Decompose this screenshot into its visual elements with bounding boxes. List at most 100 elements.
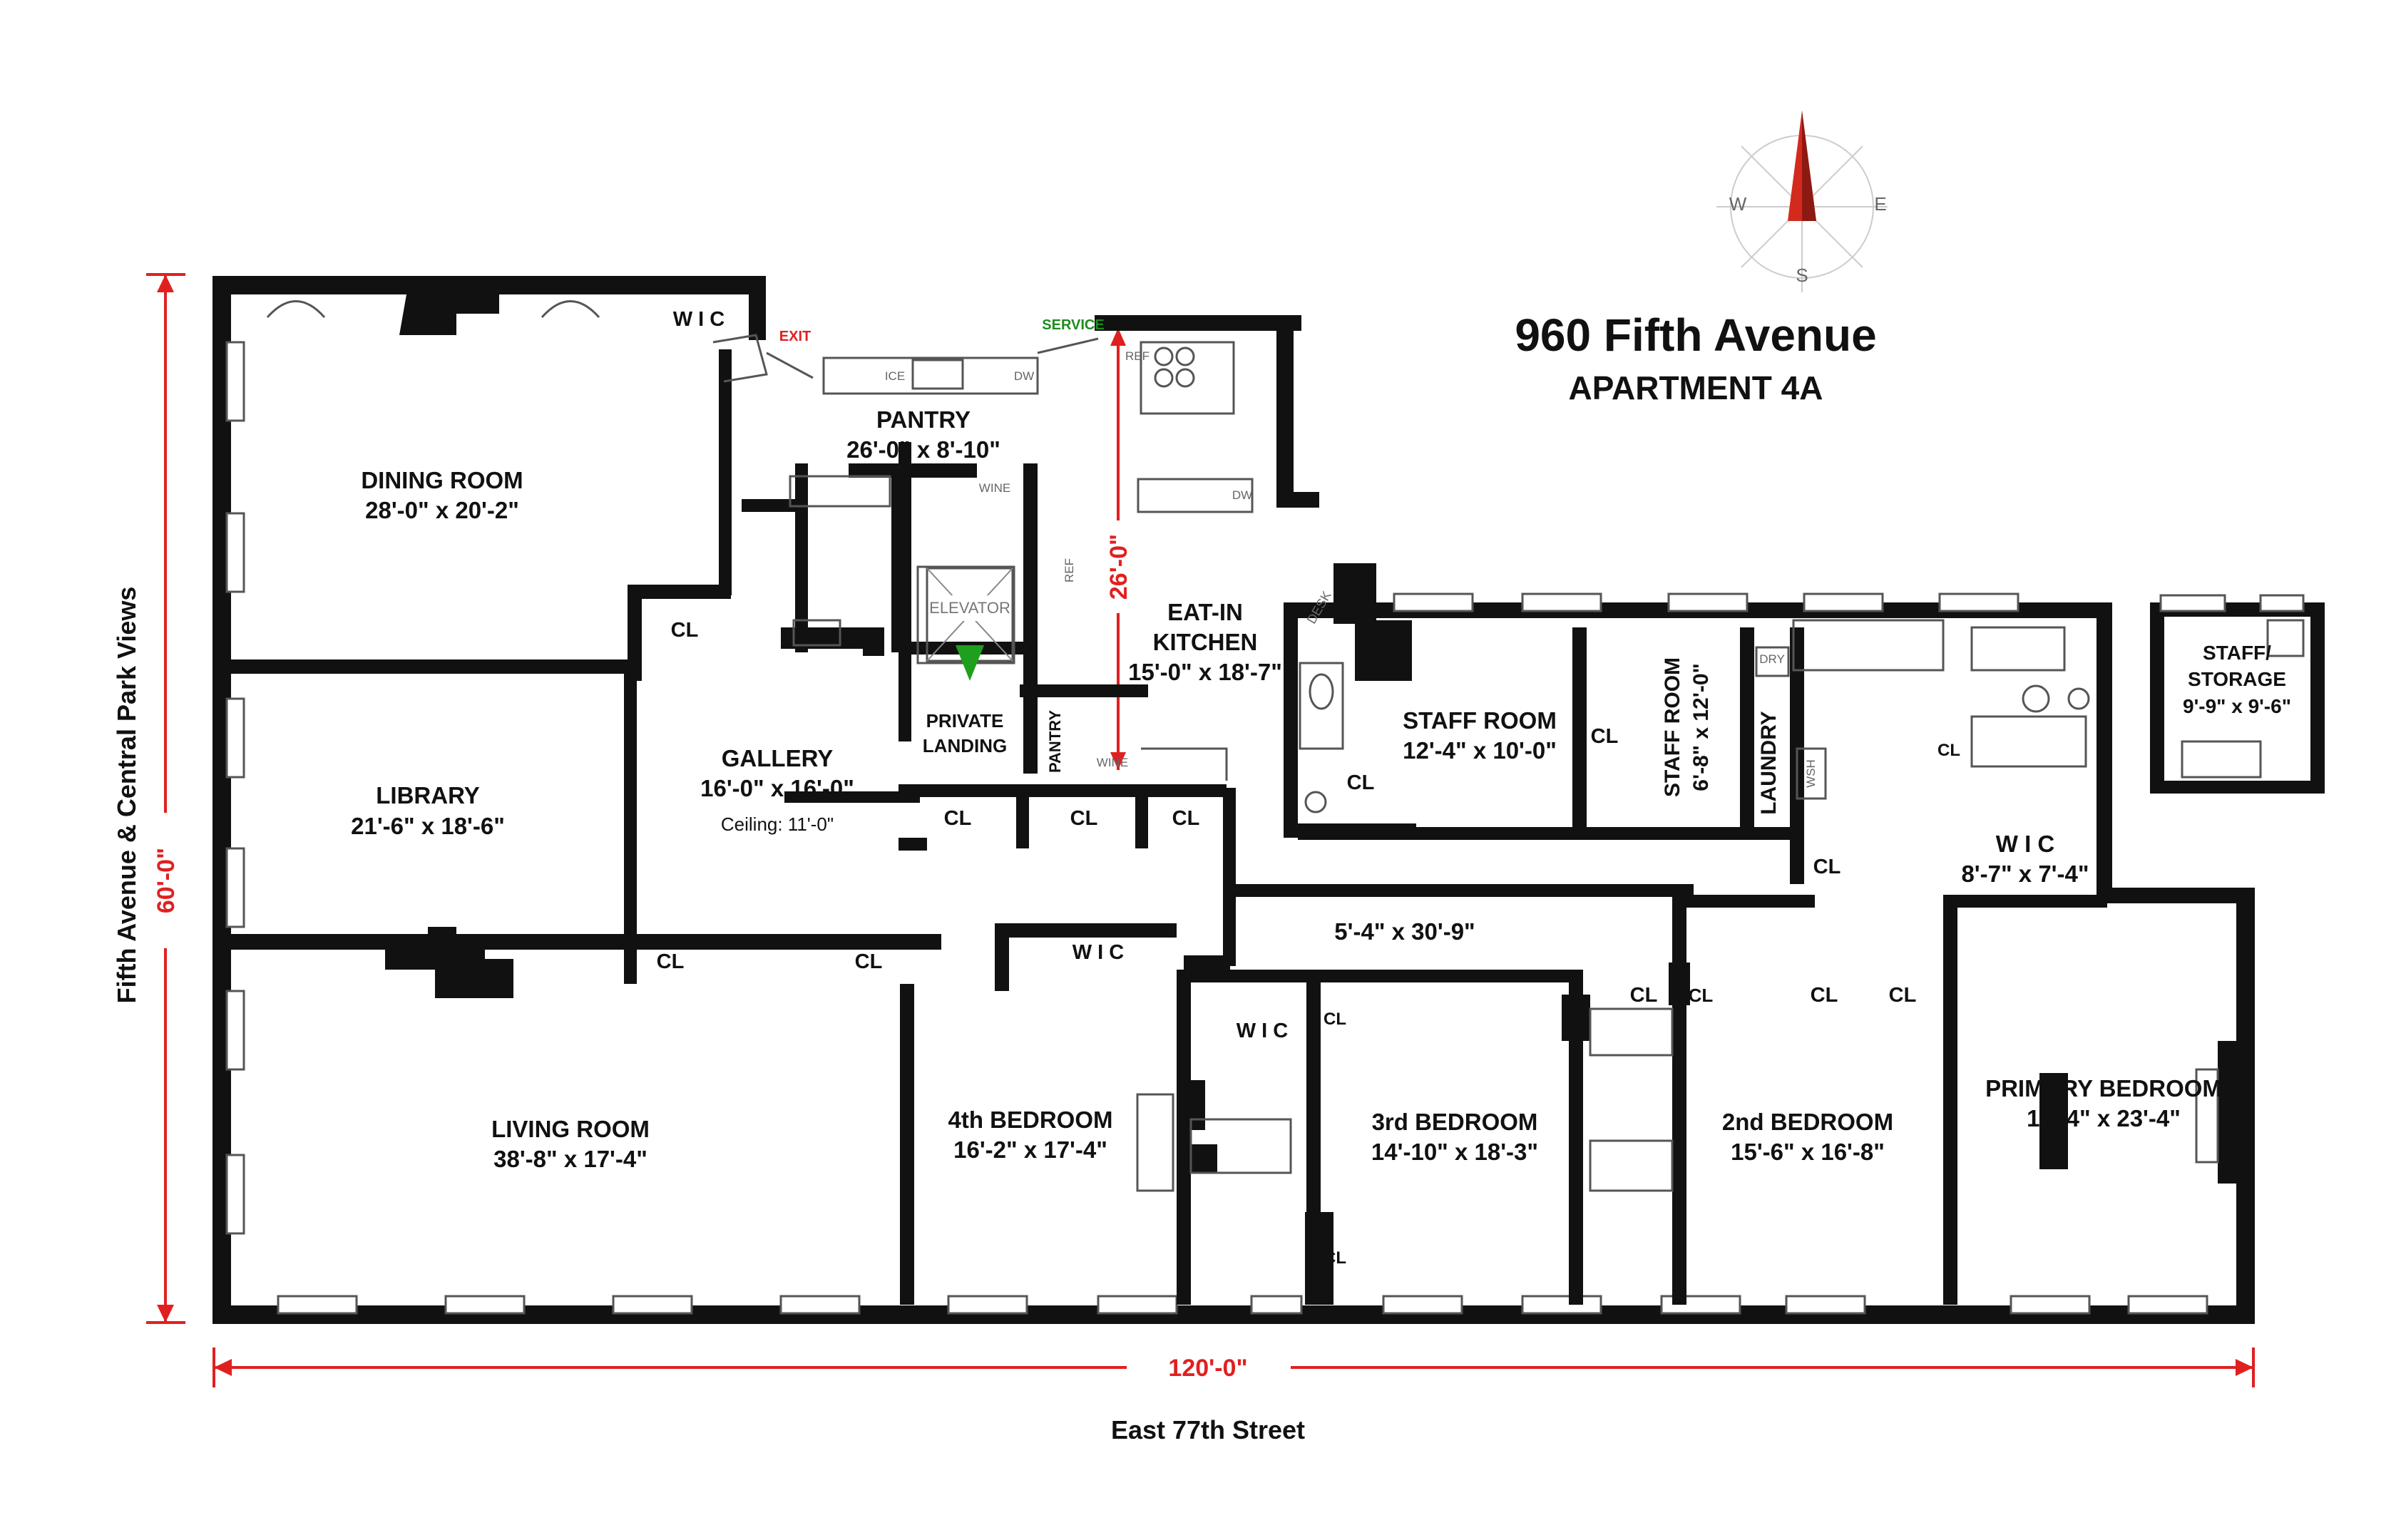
wic-label-hall: W I C [1072,941,1125,964]
room-primary-dims: 16'-4" x 23'-4" [2027,1105,2181,1131]
room-wic-primary-dims: 8'-7" x 7'-4" [1961,861,2089,887]
closet-label: CL [855,950,883,973]
room-living-dims: 38'-8" x 17'-4" [493,1146,647,1172]
room-staff-2-name: STAFF ROOM [1661,657,1684,797]
room-library-dims: 21'-6" x 18'-6" [351,813,505,839]
room-bed-3: 3rd BEDROOM 14'-10" x 18'-3" [1371,1109,1538,1165]
room-primary: PRIMARY BEDROOM 16'-4" x 23'-4" [1985,1075,2222,1131]
room-dining: DINING ROOM 28'-0" x 20'-2" [361,467,523,523]
room-bed-4-name: 4th BEDROOM [948,1107,1113,1133]
room-bed-2-name: 2nd BEDROOM [1722,1109,1893,1135]
closet-label: CL [1813,856,1841,878]
room-staff-1-name: STAFF ROOM [1403,707,1557,734]
room-gallery-dims: 16'-0" x 16'-0" [700,775,854,801]
room-pantry-small: PANTRY [1046,710,1064,773]
room-bed-2: 2nd BEDROOM 15'-6" x 16'-8" [1722,1109,1893,1165]
private-landing-name-2: LANDING [923,735,1007,756]
room-living-name: LIVING ROOM [491,1116,650,1142]
fixtures [712,334,2305,1192]
room-staff-1: STAFF ROOM 12'-4" x 10'-0" [1403,707,1557,764]
wic-label-bed3: W I C [1237,1020,1289,1042]
ref-label: REF [1125,349,1150,363]
dry-label: DRY [1759,652,1785,666]
staff-storage-dims: 9'-9" x 9'-6" [2183,695,2291,717]
room-wic-primary-name: W I C [1996,831,2054,857]
closet-label: CL [1070,807,1098,830]
staff-storage-name-1: STAFF/ [2203,642,2271,664]
room-kitchen-dims: 15'-0" x 18'-7" [1128,659,1282,685]
room-kitchen-name-2: KITCHEN [1153,629,1258,655]
room-staff-2: STAFF ROOM 6'-8" x 12'-0" [1661,657,1713,797]
dimension-depth: 60'-0" [146,273,185,1324]
dimension-kitchen: 26'-0" [1105,328,1132,770]
entry-arrow-icon [956,645,984,681]
room-bed-3-dims: 14'-10" x 18'-3" [1371,1139,1538,1165]
dimension-width: 120'-0" [213,1348,2255,1387]
kitchen-dimension-label: 26'-0" [1105,534,1132,600]
room-bed-3-name: 3rd BEDROOM [1372,1109,1538,1135]
closet-label: CL [1324,1010,1346,1029]
depth-dimension-label: 60'-0" [153,848,180,913]
wine-label: WINE [979,481,1010,495]
room-laundry: LAUNDRY [1757,711,1781,815]
closet-labels: CL CL CL CL CL CL CL CL CL CL CL CL CL C… [657,619,1960,1268]
private-landing-name-1: PRIVATE [926,710,1004,732]
closet-label: CL [1172,807,1200,830]
plan-title: 960 Fifth Avenue [1515,309,1876,361]
room-kitchen: EAT-IN KITCHEN 15'-0" x 18'-7" [1128,599,1282,685]
closet-label: CL [1689,985,1714,1006]
dw-label: DW [1014,369,1034,383]
plan-subtitle: APARTMENT 4A [1569,369,1823,406]
room-gallery-note: Ceiling: 11'-0" [721,813,834,835]
staff-storage-walls [2150,594,2325,794]
room-pantry-dims: 26'-0" x 8'-10" [846,436,1000,463]
elevator: ELEVATOR [926,567,1014,681]
room-pantry: PANTRY 26'-0" x 8'-10" [846,406,1000,463]
compass-east: E [1874,193,1886,215]
room-dining-dims: 28'-0" x 20'-2" [365,497,519,523]
room-living: LIVING ROOM 38'-8" x 17'-4" [491,1116,650,1172]
windows [225,341,2208,1315]
closet-label: CL [1811,984,1838,1007]
closet-label: CL [1937,741,1960,760]
street-label-left: Fifth Avenue & Central Park Views [112,587,141,1004]
compass-south: S [1796,265,1808,286]
elevator-label: ELEVATOR [929,599,1010,617]
wsh-label: WSH [1804,759,1818,788]
closet-label: CL [1347,771,1375,794]
ref-label: REF [1063,558,1076,582]
room-gallery-name: GALLERY [722,745,833,771]
room-gallery: GALLERY 16'-0" x 16'-0" Ceiling: 11'-0" [700,745,854,835]
service-marker: SERVICE [1042,317,1104,333]
room-staff-2-dims: 6'-8" x 12'-0" [1689,663,1713,791]
room-library-name: LIBRARY [376,782,479,808]
closet-label: CL [1591,725,1619,748]
room-pantry-name: PANTRY [876,406,971,433]
room-wic-primary: W I C 8'-7" x 7'-4" [1961,831,2089,887]
compass-west: W [1729,193,1747,215]
room-library: LIBRARY 21'-6" x 18'-6" [351,782,505,839]
dw-label: DW [1232,488,1252,502]
width-dimension-label: 120'-0" [1168,1355,1247,1382]
closet-label: CL [1889,984,1917,1007]
room-private-landing: PRIVATE LANDING [923,710,1007,756]
closet-label: CL [1630,984,1658,1007]
ice-label: ICE [885,369,905,383]
room-kitchen-name-1: EAT-IN [1167,599,1243,625]
staff-storage-name-2: STORAGE [2188,668,2286,690]
room-bed-4-dims: 16'-2" x 17'-4" [953,1136,1107,1163]
room-primary-name: PRIMARY BEDROOM [1985,1075,2222,1102]
room-bed-2-dims: 15'-6" x 16'-8" [1731,1139,1885,1165]
room-staff-storage: STAFF/ STORAGE 9'-9" x 9'-6" [2183,642,2291,717]
closet-label: CL [944,807,972,830]
closet-label: CL [671,619,699,642]
closet-label: CL [1324,1248,1346,1268]
street-label-bottom: East 77th Street [1111,1415,1305,1444]
wine-label: WINE [1097,756,1128,769]
room-bed-4: 4th BEDROOM 16'-2" x 17'-4" [948,1107,1113,1163]
compass-rose: W E S [1716,111,1888,292]
hall-dims: 5'-4" x 30'-9" [1334,918,1475,945]
room-staff-1-dims: 12'-4" x 10'-0" [1403,737,1557,764]
wic-label-dining: W I C [673,308,725,331]
